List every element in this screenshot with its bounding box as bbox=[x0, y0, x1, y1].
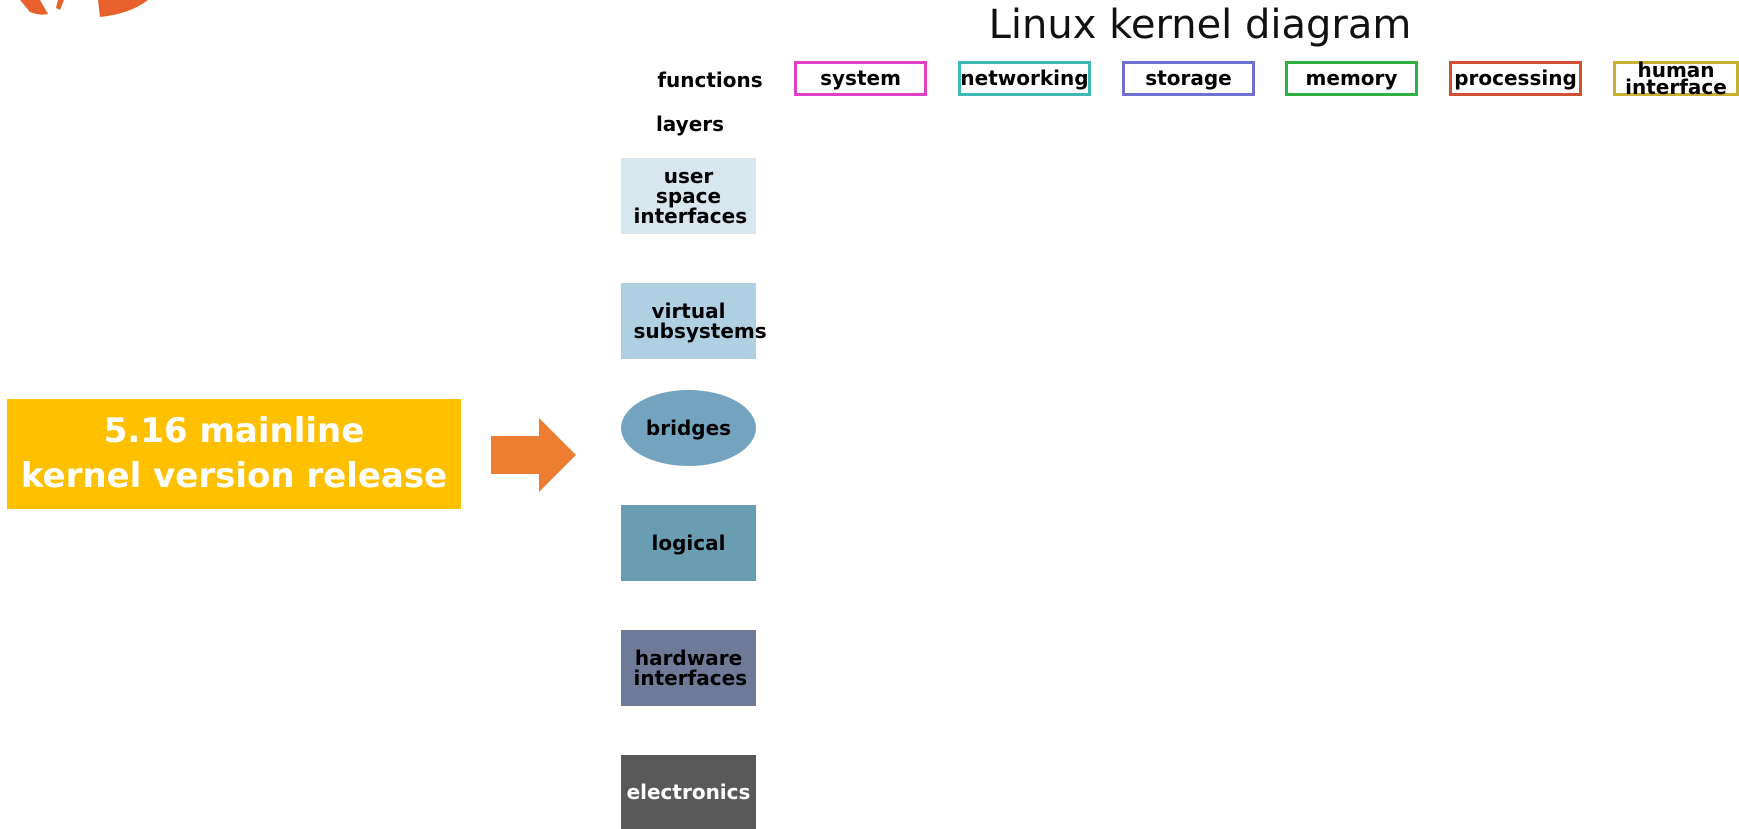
release-banner: 5.16 mainline kernel version release bbox=[7, 399, 461, 509]
diagram-title: Linux kernel diagram bbox=[988, 2, 1412, 48]
layer-label: hardware interfaces bbox=[633, 646, 748, 690]
right-arrow-icon bbox=[491, 418, 576, 492]
layer-label: electronics bbox=[626, 780, 751, 804]
release-banner-line2: kernel version release bbox=[20, 456, 448, 496]
layer-hardware-interfaces[interactable]: hardware interfaces bbox=[621, 630, 756, 706]
layers-label: layers bbox=[655, 112, 725, 136]
layer-label: virtual subsystems bbox=[633, 299, 767, 343]
function-system[interactable]: system bbox=[794, 61, 927, 96]
function-networking[interactable]: networking bbox=[958, 61, 1091, 96]
function-human-interface[interactable]: human interface bbox=[1613, 60, 1739, 97]
layer-label: bridges bbox=[645, 416, 732, 440]
arrow-shape bbox=[491, 418, 576, 492]
function-storage[interactable]: storage bbox=[1122, 61, 1255, 96]
layer-virtual-subsystems[interactable]: virtual subsystems bbox=[621, 283, 767, 359]
layer-label: logical bbox=[651, 531, 726, 555]
layer-logical[interactable]: logical bbox=[621, 505, 756, 581]
function-processing[interactable]: processing bbox=[1449, 61, 1582, 96]
layer-electronics[interactable]: electronics bbox=[621, 755, 756, 829]
logo-icon bbox=[20, 0, 148, 17]
layer-user-space-interfaces[interactable]: user space interfaces bbox=[621, 158, 756, 234]
functions-label: functions bbox=[657, 68, 763, 92]
layer-bridges[interactable]: bridges bbox=[621, 390, 756, 466]
function-memory[interactable]: memory bbox=[1285, 61, 1418, 96]
release-banner-line1: 5.16 mainline bbox=[103, 411, 365, 451]
layer-label: user space interfaces bbox=[633, 164, 748, 228]
